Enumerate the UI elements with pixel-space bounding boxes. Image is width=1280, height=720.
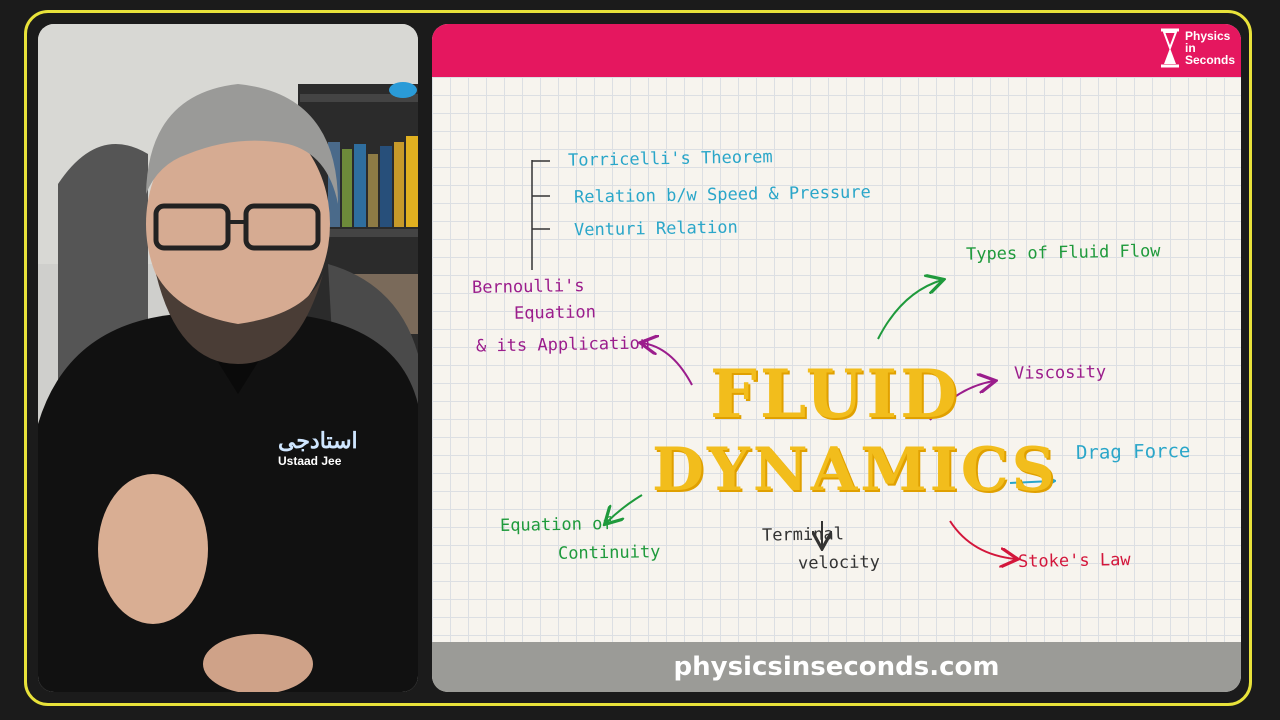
- terminal-line1: Terminal: [762, 524, 844, 545]
- brand-logo: Physics in Seconds: [1159, 28, 1235, 68]
- stokes-law-text: Stoke's Law: [1018, 550, 1131, 572]
- arrow-types-flow: [878, 280, 942, 339]
- slide-footer: physicsinseconds.com: [432, 642, 1241, 692]
- brand-line3: Seconds: [1185, 54, 1235, 66]
- shirt-logo: استادجی Ustaad Jee: [278, 428, 378, 468]
- bernoulli-line1: Bernoulli's: [472, 276, 585, 298]
- title-fluid: FLUID: [710, 355, 960, 433]
- presenter-video: استادجی Ustaad Jee: [38, 24, 418, 692]
- mind-map: Torricelli's Theorem Relation b/w Speed …: [432, 77, 1241, 642]
- torricelli-text: Torricelli's Theorem: [568, 147, 773, 171]
- title-dynamics: DYNAMICS: [652, 435, 1058, 505]
- bernoulli-line2: Equation: [514, 302, 596, 323]
- shirt-logo-script: استادجی: [278, 428, 378, 454]
- presenter-image: [38, 24, 418, 692]
- bernoulli-line3: & its Application: [476, 333, 650, 356]
- types-flow-text: Types of Fluid Flow: [966, 241, 1161, 264]
- hourglass-icon: [1159, 28, 1181, 68]
- continuity-line2: Continuity: [558, 542, 661, 564]
- footer-url[interactable]: physicsinseconds.com: [674, 652, 1000, 682]
- continuity-line1: Equation of: [500, 514, 613, 536]
- venturi-text: Venturi Relation: [574, 218, 738, 241]
- drag-force-text: Drag Force: [1076, 440, 1191, 464]
- shirt-logo-name: Ustaad Jee: [278, 454, 378, 468]
- viscosity-text: Viscosity: [1014, 362, 1106, 384]
- slide-panel: Physics in Seconds: [432, 24, 1241, 692]
- terminal-line2: velocity: [798, 552, 880, 573]
- arrow-stokes: [950, 521, 1016, 559]
- slide-header: Physics in Seconds: [432, 24, 1241, 77]
